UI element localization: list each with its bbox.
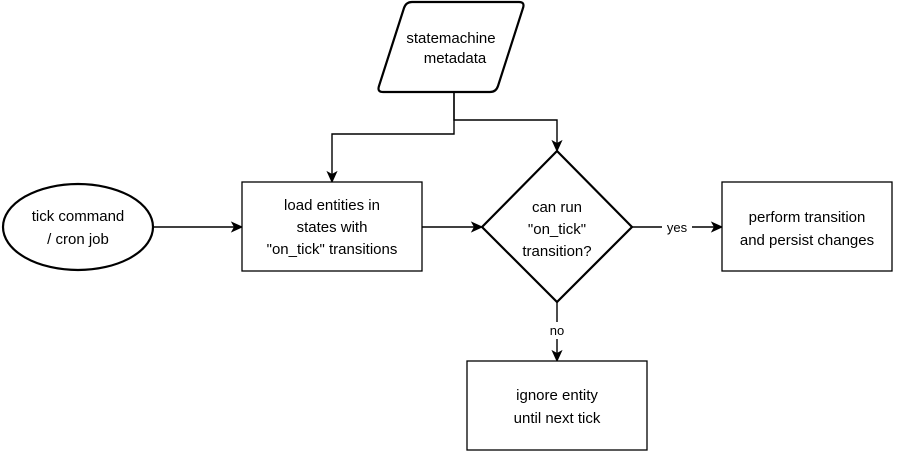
tick-line-1: tick command — [32, 208, 125, 225]
decision-line-3: transition? — [522, 243, 591, 260]
ignore-line-2: until next tick — [514, 410, 601, 427]
tick-line-2: / cron job — [47, 231, 109, 248]
load-line-2: states with — [297, 219, 368, 236]
node-decision: can run "on_tick" transition? — [480, 149, 634, 304]
arrowhead-load-left — [230, 221, 244, 233]
perform-line-2: and persist changes — [740, 232, 874, 249]
arrowhead-load-top — [326, 170, 338, 184]
yes-label-bg — [662, 219, 692, 236]
edge-metadata-to-load — [331, 92, 455, 176]
yes-label: yes — [667, 220, 688, 235]
ignore-line-1: ignore entity — [516, 387, 598, 404]
metadata-line-2: metadata — [424, 50, 487, 67]
arrowhead-ignore-top — [551, 349, 563, 363]
no-label: no — [550, 323, 564, 338]
load-line-1: load entities in — [284, 197, 380, 214]
decision-line-1: can run — [532, 199, 582, 216]
node-perform-transition: perform transition and persist changes — [721, 181, 893, 272]
arrowhead-decision-top — [551, 139, 563, 153]
perform-line-1: perform transition — [749, 209, 866, 226]
arrowhead-decision-left — [470, 221, 484, 233]
arrowhead-perform-left — [710, 221, 724, 233]
load-line-3: "on_tick" transitions — [267, 241, 398, 258]
node-ignore-entity: ignore entity until next tick — [466, 360, 648, 451]
edge-metadata-to-decision — [453, 92, 558, 145]
node-tick-command: tick command / cron job — [1, 182, 155, 272]
no-label-bg — [545, 322, 569, 339]
metadata-line-1: statemachine — [406, 30, 495, 47]
decision-line-2: "on_tick" — [528, 221, 586, 238]
node-statemachine-metadata: statemachine metadata — [377, 0, 525, 94]
node-load-entities: load entities in states with "on_tick" t… — [241, 181, 423, 272]
